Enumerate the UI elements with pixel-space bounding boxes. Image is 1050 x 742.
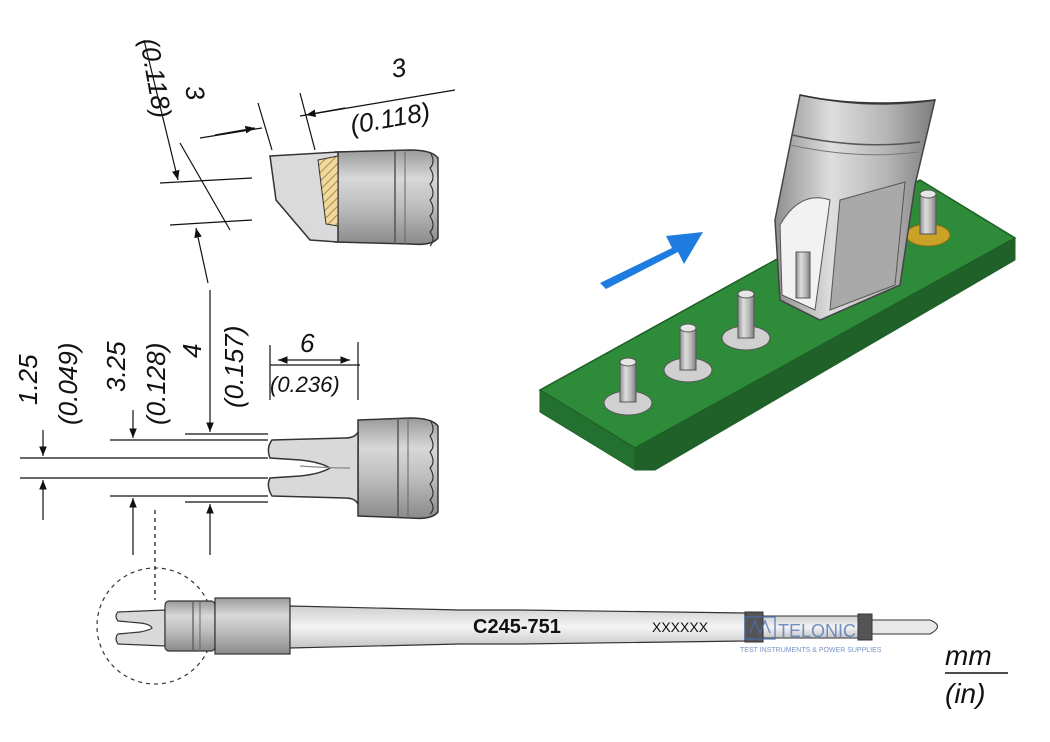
dim-outer-in: (0.157) [219,326,249,408]
side-view: 3 (0.118) 3 (0.118) [134,36,456,284]
dim-inner-in: (0.128) [141,343,171,425]
units-label: mm (in) [945,640,1008,709]
dim-top-height-in: (0.118) [134,36,178,120]
dim-slot-in: (0.049) [53,343,83,425]
dim-top-height-mm: 3 [179,83,211,103]
unit-mm: mm [945,640,992,671]
serial-code: XXXXXX [652,619,709,635]
dim-length-mm: 6 [300,328,315,358]
watermark-tagline: TEST INSTRUMENTS & POWER SUPPLIES [740,647,882,654]
dim-slot-mm: 1.25 [13,354,43,405]
dim-top-width-mm: 3 [389,52,409,84]
telonic-logo: TELONIC TEST INSTRUMENTS & POWER SUPPLIE… [740,616,882,654]
dim-length-in: (0.236) [270,372,340,397]
dim-outer-mm: 4 [177,344,207,358]
cartridge-full-view: C245-751 XXXXXX TELONIC TEST INSTRUMENTS… [96,567,938,685]
pcb-illustration [538,94,1017,471]
watermark-brand: TELONIC [778,621,856,641]
unit-in: (in) [945,678,985,709]
direction-arrow-icon [600,232,703,289]
dim-inner-mm: 3.25 [101,341,131,392]
front-view: 6 (0.236) 1.25 (0.049) 3.25 (0.128) 4 (0… [13,290,439,600]
model-code: C245-751 [473,616,561,638]
soldering-tip [774,94,936,321]
dim-top-width-in: (0.118) [348,96,432,140]
